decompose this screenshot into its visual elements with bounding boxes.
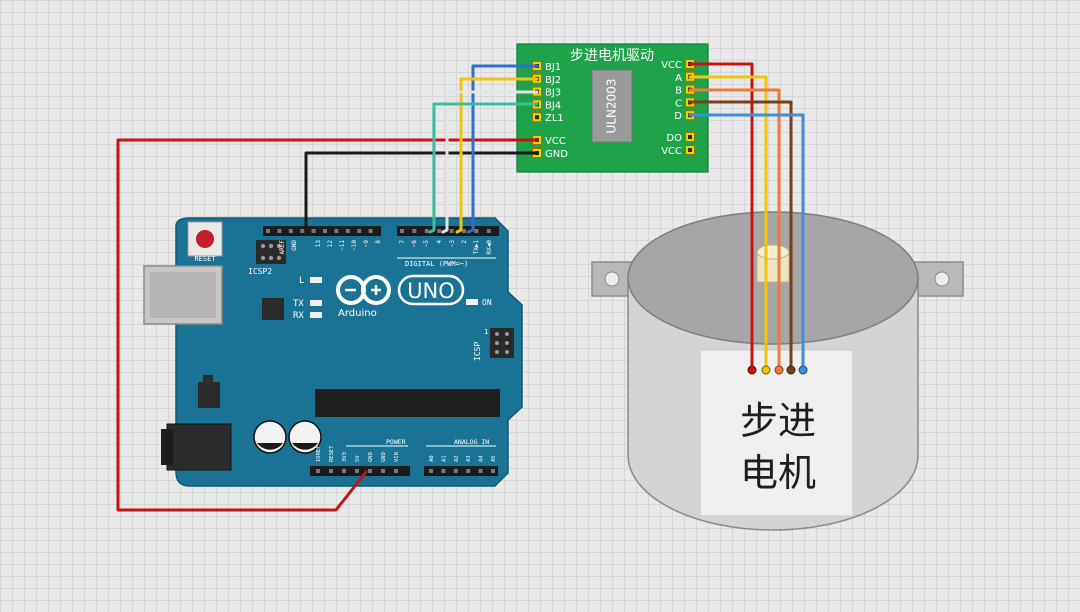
driver-pin-label: VCC <box>545 136 566 147</box>
arduino-logo-icon <box>336 275 391 305</box>
wire-motor-blue <box>688 113 805 372</box>
wires <box>116 62 805 512</box>
arduino-brand-text: Arduino <box>338 308 377 319</box>
driver-pin-label: BJ4 <box>545 100 561 111</box>
digital-pin-label: 12 <box>327 240 334 248</box>
on-led-label: ON <box>482 298 492 307</box>
power-pin-label: 3V3 <box>342 452 348 462</box>
analog-pin-label: A0 <box>429 455 435 462</box>
digital-pin-label: 8 <box>375 240 382 244</box>
power-pin-label: IOREF <box>316 445 322 462</box>
analog-pin-label: A5 <box>491 455 497 462</box>
driver-pin-label: D <box>674 111 682 122</box>
power-label: POWER <box>386 438 406 446</box>
driver-title: 步进电机驱动 <box>570 48 654 64</box>
analog-pin-label: A1 <box>441 455 447 462</box>
digital-pin-label: ~11 <box>339 240 346 251</box>
driver-pin-label: VCC <box>661 60 682 71</box>
wire-motor-yellow <box>688 75 768 372</box>
digital-pin-label: ~10 <box>351 240 358 251</box>
driver-pin-label: VCC <box>661 146 682 157</box>
digital-label: DIGITAL (PWM=~) <box>405 260 468 268</box>
motor-wire-ends <box>747 365 808 375</box>
wire-bj3-white <box>441 90 539 234</box>
icsp2-label: ICSP2 <box>248 267 272 276</box>
digital-pin-label: ~9 <box>363 240 370 248</box>
analog-pin-label: A2 <box>454 455 460 462</box>
digital-pin-label: 4 <box>436 240 443 244</box>
driver-pin-label: B <box>675 86 682 97</box>
power-pin-label: 5V <box>355 455 361 462</box>
wire-bj1-blue <box>466 64 539 234</box>
uno-logo-text: UNO <box>407 279 455 303</box>
icsp-num-label: 1 <box>484 328 488 336</box>
led-rx-label: RX <box>293 311 304 321</box>
led-tx-label: TX <box>293 299 304 309</box>
driver-pin-label: BJ2 <box>545 75 561 86</box>
header-pin-label: AREF <box>279 240 286 255</box>
stepper-motor: 步进 电机 <box>591 211 964 531</box>
wire-bj2-yellow <box>455 77 539 234</box>
wire-motor-brown <box>688 100 793 372</box>
driver-pin-label: GND <box>545 149 568 160</box>
digital-pin-label: 2 <box>461 240 468 244</box>
motor-label-line2: 电机 <box>740 451 816 495</box>
wire-bj4-teal <box>428 102 539 234</box>
driver-pin-label: C <box>675 98 682 109</box>
driver-pin-label: BJ1 <box>545 62 561 73</box>
header-pin-label: GND <box>291 240 298 251</box>
digital-pin-label: TX▶1 <box>473 240 480 255</box>
driver-pin-label: DO <box>666 133 682 144</box>
power-pin-label: GND <box>368 452 374 462</box>
digital-pin-label: 13 <box>315 240 322 248</box>
power-pin-label: RESET <box>329 445 335 462</box>
chip-label: ULN2003 <box>605 79 619 134</box>
icsp-label: ICSP <box>473 342 482 361</box>
digital-pin-label: 7 <box>399 240 406 244</box>
digital-pin-label: RX◀0 <box>486 240 493 255</box>
driver-pin-label: ZL1 <box>545 113 564 124</box>
capacitor-2 <box>288 420 322 454</box>
analog-label: ANALOG IN <box>454 438 489 446</box>
wire-motor-red <box>688 62 754 372</box>
power-pin-label: GND <box>381 452 387 462</box>
digital-pin-label: ~5 <box>423 240 430 248</box>
power-pin-label: VIN <box>394 452 400 462</box>
wire-vcc-red <box>116 138 539 512</box>
wire-motor-orange <box>688 88 781 372</box>
digital-pin-label: ~6 <box>411 240 418 248</box>
digital-pin-label: ~3 <box>449 240 456 248</box>
analog-pin-label: A3 <box>466 455 472 462</box>
led-l-label: L <box>299 276 304 286</box>
reset-label: RESET <box>194 255 216 263</box>
analog-pin-label: A4 <box>479 455 485 462</box>
driver-pin-label: BJ3 <box>545 88 561 99</box>
capacitor-1 <box>253 420 287 454</box>
motor-label-line1: 步进 <box>740 399 816 443</box>
driver-pin-label: A <box>675 73 682 84</box>
